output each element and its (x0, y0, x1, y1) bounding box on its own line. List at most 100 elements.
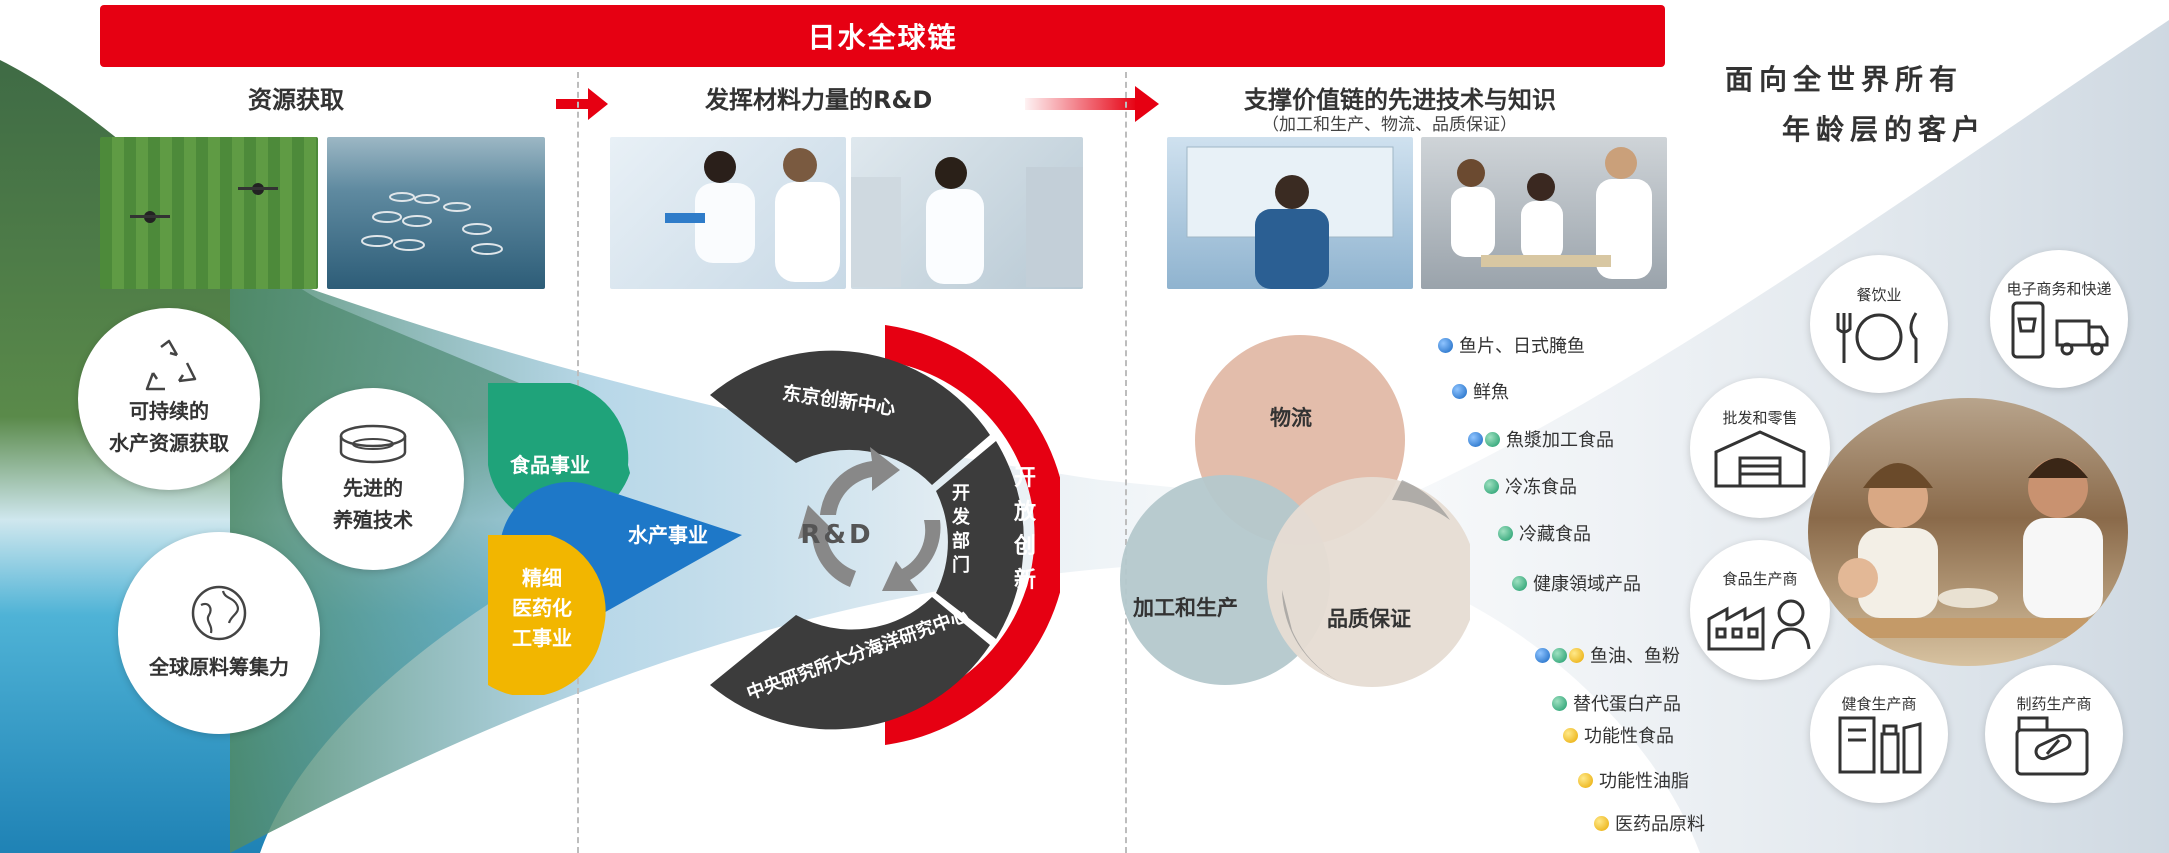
health-maker-label: 健食生产商 (1841, 694, 1917, 713)
photo-farmland (100, 137, 318, 289)
category-dot-green (1512, 575, 1527, 591)
product-item: 功能性食品 (1563, 722, 1674, 748)
photo-lab-researchers (610, 137, 846, 289)
product-dots (1563, 727, 1578, 743)
restaurant-label: 餐饮业 (1856, 285, 1902, 304)
photo-lab-worker (851, 137, 1083, 289)
dev-dept-segment (936, 441, 1024, 639)
category-dot-yellow (1594, 815, 1609, 831)
health-products-icon (1838, 716, 1922, 773)
product-item: 功能性油脂 (1578, 767, 1689, 793)
category-dot-green (1552, 647, 1567, 663)
product-dots (1552, 695, 1567, 711)
category-dot-green (1498, 525, 1513, 541)
food-business-label: 食品事业 (510, 453, 590, 477)
category-dot-blue (1535, 647, 1550, 663)
product-label: 冷冻食品 (1505, 477, 1577, 498)
venn-logistics-label: 物流 (1270, 406, 1312, 430)
venn-quality-label: 品质保证 (1327, 607, 1411, 631)
circle-farming-tech: 先进的 养殖技术 (282, 388, 464, 570)
product-dots (1468, 431, 1500, 447)
circle-sustainable-resource: 可持续的 水产资源获取 (78, 308, 260, 490)
product-label: 医药品原料 (1615, 814, 1705, 835)
venn-quality-circle (1267, 477, 1470, 687)
rd-center-label: R&D (800, 520, 874, 550)
arrow-resource-to-rd (556, 88, 608, 120)
product-item: 鱼片、日式腌鱼 (1438, 332, 1585, 358)
photo-tech-lab (1167, 137, 1413, 289)
venn-shadow-2 (1392, 480, 1450, 520)
product-dots (1594, 815, 1609, 831)
product-label: 替代蛋白产品 (1573, 694, 1681, 715)
product-label: 鱼片、日式腌鱼 (1459, 336, 1585, 357)
customers-title-line2: 年龄层的客户 (1782, 113, 1987, 146)
product-dots (1438, 337, 1453, 353)
tokyo-center-segment (710, 350, 990, 485)
product-item: 冷藏食品 (1498, 520, 1591, 546)
globe-icon (191, 585, 247, 641)
product-item: 医药品原料 (1594, 810, 1705, 836)
product-label: 鱼油、鱼粉 (1590, 646, 1680, 667)
food-maker-label: 食品生产商 (1722, 569, 1798, 588)
fishery-business-label: 水产事业 (628, 523, 708, 547)
petri-dish-icon (339, 424, 407, 464)
photo-fish-farm (327, 137, 545, 289)
pill-bottle-icon (2015, 716, 2089, 775)
customer-food-maker: 食品生产商 (1690, 540, 1830, 680)
category-dot-yellow (1578, 772, 1593, 788)
category-dot-yellow (1569, 647, 1584, 663)
farming-tech-text: 先进的 养殖技术 (333, 476, 413, 532)
pharma-maker-label: 制药生产商 (2016, 694, 2092, 713)
photo-chefs (1421, 137, 1667, 289)
customer-health-maker: 健食生产商 (1810, 665, 1948, 803)
product-label: 健康領域产品 (1533, 574, 1641, 595)
section-subtitle-tech: （加工和生产、物流、品质保证） (1262, 115, 1517, 135)
product-dots (1498, 525, 1513, 541)
section-title-tech: 支撑价值链的先进技术与知识 (1244, 86, 1556, 114)
venn-diagram (1120, 335, 1470, 687)
wholesale-label: 批发和零售 (1722, 408, 1798, 427)
category-dot-yellow (1563, 727, 1578, 743)
cutlery-plate-icon (1836, 311, 1918, 363)
product-label: 鲜魚 (1473, 382, 1509, 403)
rd-ring (710, 325, 1060, 745)
product-label: 功能性食品 (1584, 726, 1674, 747)
section-title-resource: 资源获取 (248, 86, 344, 114)
product-item: 健康領域产品 (1512, 570, 1641, 596)
venn-processing-label: 加工和生产 (1133, 596, 1238, 620)
customer-ecommerce: 电子商务和快递 (1990, 250, 2128, 388)
product-label: 魚漿加工食品 (1506, 430, 1614, 451)
product-dots (1535, 647, 1584, 663)
category-dot-green (1485, 431, 1500, 447)
business-bubbles (488, 383, 742, 695)
category-dot-green (1484, 478, 1499, 494)
product-dots (1578, 772, 1593, 788)
banner-title: 日水全球链 (807, 21, 958, 54)
central-research-segment (710, 597, 990, 730)
fine-chem-bubble-shape (488, 535, 606, 695)
divider-2 (1125, 72, 1127, 853)
warehouse-icon (1714, 429, 1806, 487)
open-innovation-arc (885, 325, 1060, 745)
fine-chem-business-label: 精细 医药化 工事业 (512, 566, 572, 650)
product-item: 替代蛋白产品 (1552, 690, 1681, 716)
customer-restaurant: 餐饮业 (1810, 255, 1948, 393)
section-title-rd: 发挥材料力量的R&D (705, 86, 933, 114)
circle-global-sourcing: 全球原料筹集力 (118, 532, 320, 734)
category-dot-blue (1438, 337, 1453, 353)
product-item: 鲜魚 (1452, 378, 1509, 404)
arrow-rd-to-tech (1025, 86, 1159, 122)
sustainable-resource-text: 可持续的 水产资源获取 (109, 399, 229, 455)
family-photo (1808, 398, 2128, 666)
ecommerce-label: 电子商务和快递 (2006, 279, 2112, 298)
product-dots (1484, 478, 1499, 494)
customer-wholesale: 批发和零售 (1690, 378, 1830, 518)
dev-dept-label: 开发 部门 (952, 483, 970, 576)
product-item: 冷冻食品 (1484, 473, 1577, 499)
product-dots (1452, 383, 1467, 399)
category-dot-blue (1452, 383, 1467, 399)
product-dots (1512, 575, 1527, 591)
product-item: 鱼油、鱼粉 (1535, 642, 1680, 668)
category-dot-green (1552, 695, 1567, 711)
global-chain-banner: 日水全球链 (100, 5, 1665, 67)
